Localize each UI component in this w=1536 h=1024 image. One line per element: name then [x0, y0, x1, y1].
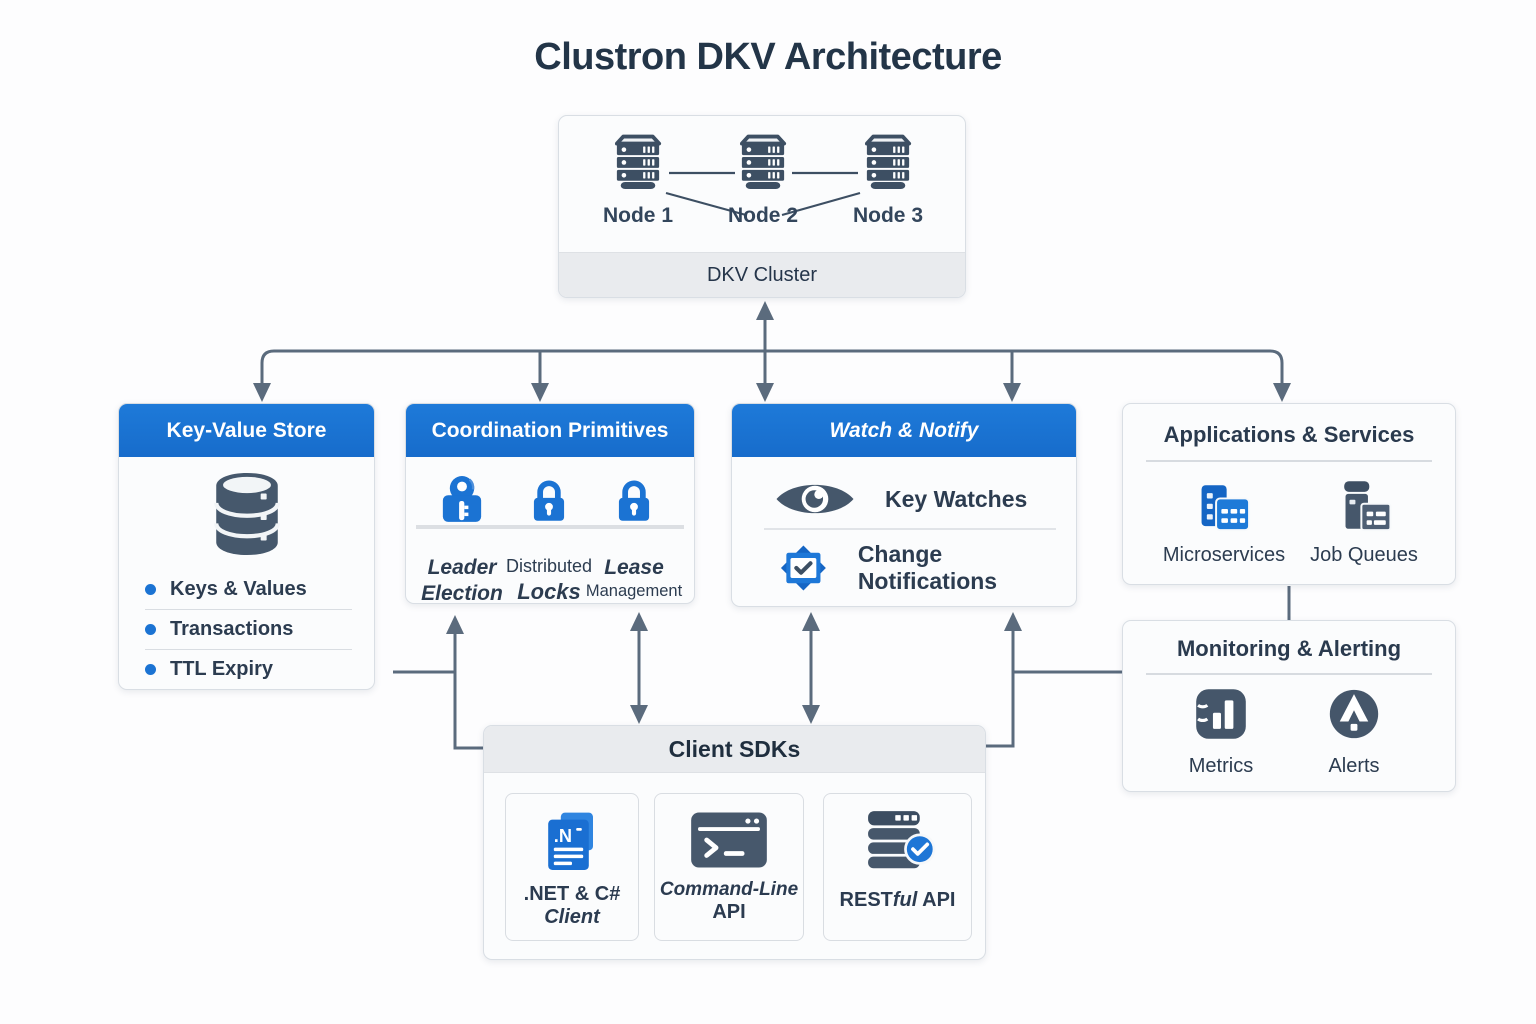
dkv-cluster-box: Node 1 — [558, 115, 966, 298]
divider — [1146, 460, 1432, 462]
alerts-label: Alerts — [1328, 755, 1380, 777]
card-subtitle: API — [712, 901, 746, 923]
key-watches-label: Key Watches — [885, 485, 1028, 512]
client-sdks-panel: Client SDKs .N .NET & C# Client — [483, 725, 986, 960]
leader-election-item — [433, 469, 491, 538]
alerts-icon — [1329, 689, 1379, 739]
coordination-primitives-panel: Coordination Primitives — [405, 403, 695, 605]
icon-rail-line — [416, 525, 684, 529]
change-notifications-label: Change Notifications — [857, 541, 998, 594]
watch-notify-header: Watch & Notify — [732, 404, 1076, 457]
kv-feature-list: Keys & Values Transactions TTL Expiry — [145, 569, 352, 689]
client-sdks-header: Client SDKs — [484, 726, 985, 773]
kv-item-label: Transactions — [170, 618, 294, 640]
lease-management-label: Lease Management — [585, 556, 683, 601]
monitoring-alerting-panel: Monitoring & Alerting Metrics Alerts — [1122, 620, 1456, 792]
job-queues-icon — [1344, 481, 1392, 532]
monitoring-alerting-title: Monitoring & Alerting — [1176, 636, 1402, 661]
microservices-label: Microservices — [1162, 544, 1286, 566]
node-label: Node 2 — [727, 204, 798, 227]
cluster-nodes-area: Node 1 — [559, 116, 965, 253]
metrics-item — [1188, 683, 1254, 750]
svg-text:.N: .N — [554, 826, 572, 846]
list-item: Transactions — [145, 609, 352, 649]
microservices-item — [1187, 476, 1261, 547]
divider — [764, 528, 1056, 530]
terminal-icon — [691, 812, 767, 868]
server-icon — [614, 134, 662, 190]
padlock-icon — [533, 480, 565, 521]
bullet-dot — [145, 583, 156, 595]
cluster-label: DKV Cluster — [559, 252, 965, 297]
rest-database-icon — [867, 811, 935, 869]
list-item: Keys & Values — [145, 569, 352, 609]
cluster-node: Node 2 — [715, 134, 811, 228]
alerts-item — [1322, 683, 1386, 750]
applications-services-panel: Applications & Services — [1122, 403, 1456, 585]
divider — [1146, 673, 1432, 675]
node-label: Node 3 — [852, 204, 923, 227]
card-title: RESTful API — [839, 889, 956, 911]
watch-notify-panel: Watch & Notify Key Watches — [731, 403, 1077, 607]
kv-item-label: Keys & Values — [170, 577, 307, 600]
notification-badge-icon — [780, 545, 826, 591]
page-title: Clustron DKV Architecture — [534, 36, 1002, 78]
key-value-store-header: Key-Value Store — [119, 404, 374, 457]
server-icon — [864, 134, 912, 190]
command-line-api-card: Command-Line API — [654, 793, 804, 941]
job-queues-label: Job Queues — [1310, 544, 1418, 566]
lease-management-item — [608, 470, 660, 537]
restful-api-card: RESTful API — [823, 793, 972, 941]
dotnet-client-card: .N .NET & C# Client — [505, 793, 639, 941]
card-title: .NET & C# — [523, 883, 621, 905]
bullet-dot — [145, 664, 156, 675]
cluster-node: Node 3 — [840, 134, 936, 228]
list-item: TTL Expiry — [145, 649, 352, 689]
cluster-node: Node 1 — [590, 134, 686, 228]
applications-services-title: Applications & Services — [1163, 422, 1415, 447]
kv-item-label: TTL Expiry — [170, 658, 273, 680]
job-queues-item — [1328, 476, 1400, 547]
key-value-store-panel: Key-Value Store Keys & Values — [118, 403, 375, 690]
coordination-primitives-header: Coordination Primitives — [406, 404, 694, 457]
node-link-lines — [665, 171, 861, 217]
card-subtitle: Client — [544, 906, 600, 928]
node-label: Node 1 — [602, 204, 673, 227]
eye-icon — [776, 484, 854, 514]
dotnet-doc-icon: .N — [548, 812, 593, 870]
microservices-icon — [1201, 485, 1251, 532]
metrics-icon — [1196, 689, 1246, 739]
bullet-dot — [145, 624, 156, 635]
key-icon — [442, 476, 482, 522]
leader-election-label: Leader Election — [421, 556, 503, 606]
distributed-locks-item — [523, 470, 575, 537]
change-notifications-row: Change Notifications — [732, 537, 1076, 599]
key-watches-row: Key Watches — [732, 471, 1076, 527]
padlock-icon — [618, 480, 650, 521]
distributed-locks-label: Distributed Locks — [505, 556, 593, 604]
database-icon — [213, 472, 280, 556]
card-title: Command-Line — [659, 879, 799, 900]
metrics-label: Metrics — [1188, 755, 1254, 777]
server-icon — [739, 134, 787, 190]
